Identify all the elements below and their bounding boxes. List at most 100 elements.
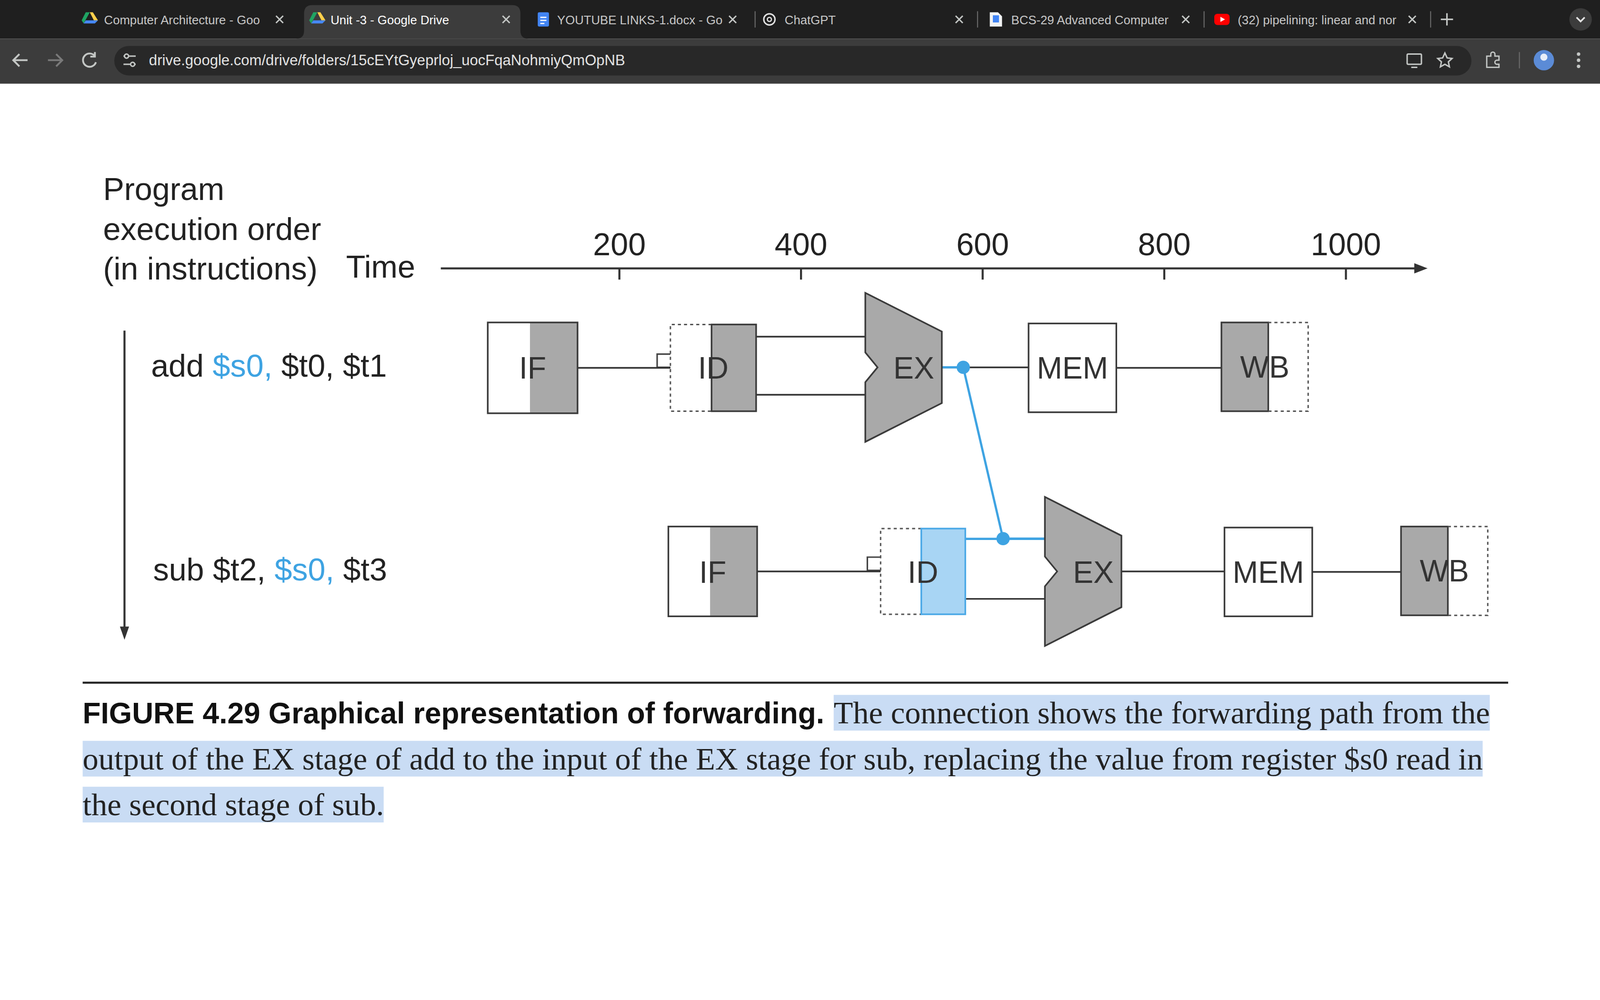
chatgpt-icon: [763, 13, 776, 26]
tab-title: Unit -3 - Google Drive: [330, 13, 450, 28]
browser-chrome: [0, 0, 1600, 84]
if-stage-box: IF: [668, 526, 758, 617]
label-holder: BCS-29 Advanced Computer: [1011, 10, 1169, 29]
time-tick-label: 600: [956, 226, 1010, 263]
stage-label: WB: [1240, 350, 1290, 384]
alu-ex-stage: EX: [1044, 497, 1122, 647]
instruction-line: add$s0,$t0, $t1: [150, 348, 387, 385]
tab-title: (32) pipelining: linear and nor: [1237, 13, 1397, 28]
tab-search-chevron: [1576, 17, 1585, 22]
stage-label: MEM: [1232, 555, 1305, 590]
order-axis-arrowhead: [120, 626, 130, 640]
label-holder: Program execution order (in instructions…: [102, 169, 348, 290]
pipeline-wire: [965, 598, 1045, 600]
youtube-icon: [1214, 13, 1230, 26]
instruction-line: sub $t2,$s0,$t3: [152, 551, 388, 589]
pipeline-register-latch: [657, 354, 671, 368]
toolbar: [0, 38, 1600, 84]
time-axis: [440, 267, 1417, 270]
tab-title: Computer Architecture - Goo: [104, 13, 260, 28]
alu-shape: [1044, 497, 1122, 647]
stage-label: MEM: [1036, 350, 1109, 385]
axis-title: Program execution order (in instructions…: [102, 169, 348, 290]
docs-icon: [537, 12, 550, 27]
active-tab: [295, 5, 529, 40]
junction-dot: [996, 531, 1010, 546]
register-name: $s0,: [274, 551, 335, 588]
pipeline-register-latch: [867, 557, 881, 571]
stage-label: ID: [907, 554, 939, 589]
stage-border: [1028, 323, 1117, 412]
stage-label: IF: [699, 554, 727, 589]
mem-stage-box: MEM: [1028, 323, 1117, 412]
document-icon: [990, 12, 1003, 27]
label-holder: 800: [1138, 226, 1191, 264]
install-app-icon: [1407, 54, 1422, 68]
instruction-opcode: sub $t2,: [152, 551, 266, 588]
drive-icon: [309, 12, 326, 24]
instruction-operands: $t3: [343, 551, 388, 588]
new-tab-button: [1440, 13, 1454, 26]
label-holder: Time: [346, 249, 416, 286]
pipeline-wire: [756, 335, 866, 338]
stage-label: EX: [893, 350, 935, 385]
back-button: [13, 54, 28, 67]
tab-title: YOUTUBE LINKS-1.docx - Go: [557, 13, 723, 28]
instruction-opcode: add: [150, 348, 204, 384]
forward-button: [48, 54, 63, 67]
label-holder: ChatGPT: [784, 10, 836, 29]
caption-rule: [82, 681, 1509, 684]
profile-avatar-head: [1540, 53, 1548, 61]
time-tick-label: 200: [592, 226, 646, 263]
tab-title: BCS-29 Advanced Computer: [1011, 13, 1169, 28]
alu-shape: [865, 292, 942, 442]
figure-caption: FIGURE 4.29 Graphical representation of …: [82, 692, 1522, 831]
pipeline-wire: [1312, 570, 1401, 573]
reload-button: [82, 51, 96, 67]
tab-title: ChatGPT: [784, 13, 836, 28]
instruction-operands: $t0, $t1: [281, 348, 388, 384]
extensions-icon: [1486, 51, 1500, 68]
if-stage-box: IF: [487, 322, 578, 414]
stage-label: EX: [1072, 554, 1114, 589]
register-name: $s0,: [212, 348, 273, 384]
time-tick-label: 400: [774, 226, 828, 263]
label-holder: 600: [956, 226, 1010, 264]
stage-border: [668, 526, 758, 617]
label-holder: Unit -3 - Google Drive: [330, 10, 450, 29]
id-stage-box: ID: [670, 324, 757, 411]
tab-separators: [755, 11, 1431, 28]
label-holder: 400: [774, 226, 828, 264]
profile-avatar: [1533, 50, 1555, 71]
toolbar-separator: [1519, 51, 1520, 69]
label-holder: 200: [592, 226, 646, 264]
drive-icon: [81, 12, 98, 24]
alu-ex-stage: EX: [865, 292, 942, 442]
menu-dots: [1576, 52, 1580, 69]
junction-dot: [956, 360, 970, 375]
label-holder: 1000: [1310, 226, 1382, 264]
pipeline-wire: [1116, 367, 1222, 369]
stage-border: [1224, 527, 1312, 617]
time-tick-label: 1000: [1310, 226, 1382, 263]
mem-stage-box: MEM: [1224, 527, 1312, 617]
pipeline-wire: [756, 393, 866, 396]
pipeline-wire: [757, 570, 881, 572]
label-holder: (32) pipelining: linear and nor: [1237, 10, 1397, 29]
address-url: drive.google.com/drive/folders/15cEYtGye…: [149, 51, 626, 69]
id-stage-box: ID: [880, 528, 966, 615]
tab-search-button: [1569, 8, 1592, 31]
omnibox: [114, 45, 1472, 76]
label-holder: Computer Architecture - Goo: [104, 10, 260, 29]
stage-label: ID: [698, 350, 729, 385]
site-info-icon: [123, 54, 136, 67]
order-axis: [123, 330, 126, 629]
time-axis-arrowhead: [1414, 263, 1428, 274]
stage-label: WB: [1419, 554, 1470, 589]
stage-border: [487, 322, 578, 414]
